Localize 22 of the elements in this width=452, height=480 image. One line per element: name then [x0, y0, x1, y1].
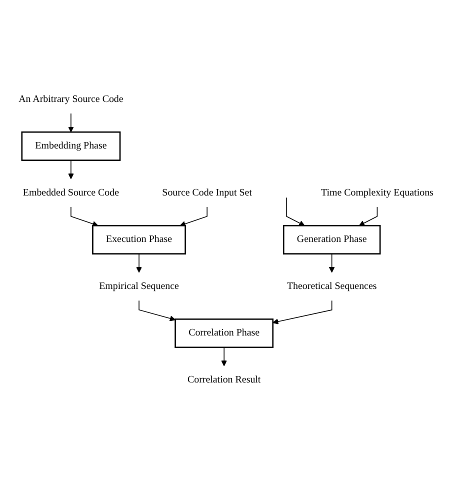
- node-text: Empirical Sequence: [99, 281, 179, 292]
- arrow: [136, 254, 142, 273]
- arrow: [328, 254, 335, 273]
- node-text: An Arbitrary Source Code: [18, 94, 124, 105]
- node-text: Time Complexity Equations: [320, 188, 434, 198]
- node-box: [21, 132, 121, 162]
- node-box: [92, 225, 186, 255]
- arrow: [68, 160, 74, 180]
- node-text: Embedded Source Code: [22, 188, 120, 198]
- node-text: Source Code Input Set: [162, 188, 252, 198]
- node-text: Correlation Result: [187, 374, 261, 386]
- arrow: [358, 206, 378, 226]
- arrow: [138, 300, 176, 322]
- arrow: [272, 300, 332, 325]
- node-box: [174, 318, 274, 348]
- node-box: [282, 225, 381, 255]
- arrow: [70, 206, 98, 227]
- node-text: Theoretical Sequences: [286, 281, 377, 292]
- arrow: [68, 113, 74, 133]
- arrow: [221, 347, 227, 366]
- arrow: [180, 206, 208, 227]
- arrow: [286, 197, 305, 226]
